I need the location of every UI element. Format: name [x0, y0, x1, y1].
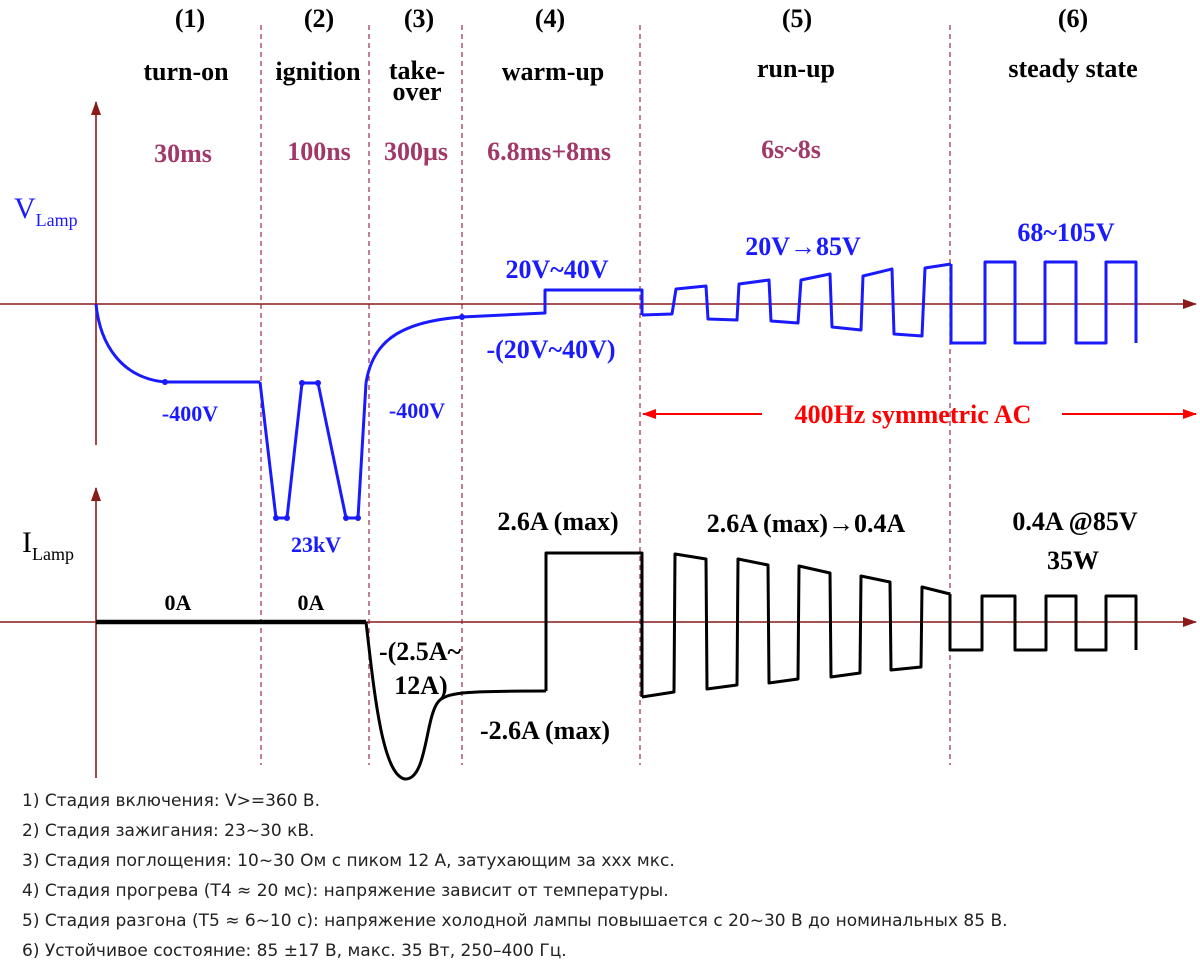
stage-5-number: (5)	[782, 4, 812, 33]
stage-3-duration: 300µs	[384, 137, 448, 166]
stage-2-number: (2)	[304, 4, 334, 33]
stage-durations: 30ms 100ns 300µs 6.8ms+8ms 6s~8s	[154, 135, 821, 168]
stage-3-number: (3)	[404, 4, 434, 33]
voltage-label-warmup-pos: 20V~40V	[505, 255, 608, 284]
voltage-dot	[355, 515, 361, 521]
voltage-ignition-pulses	[258, 381, 368, 520]
voltage-axis-label: VLamp	[14, 192, 78, 230]
voltage-turn-on-curve	[94, 303, 260, 384]
current-label-takeover-line2: 12A)	[394, 671, 447, 700]
current-label-ignition: 0A	[298, 590, 325, 615]
voltage-dot	[459, 314, 465, 320]
voltage-waveform	[94, 260, 1138, 520]
current-runup-square-wave	[641, 552, 951, 699]
voltage-label-takeover: -400V	[389, 398, 445, 423]
note-item: 4) Стадия прогрева (T4 ≈ 20 мс): напряже…	[22, 881, 669, 901]
stage-5-duration: 6s~8s	[761, 135, 821, 164]
voltage-dot	[162, 379, 168, 385]
current-labels: 0A 0A -(2.5A~ 12A) 2.6A (max) -2.6A (max…	[165, 507, 1138, 745]
note-item: 6) Устойчивое состояние: 85 ±17 В, макс.…	[22, 941, 567, 961]
voltage-dot	[273, 515, 279, 521]
stage-4-number: (4)	[535, 4, 565, 33]
ac-annotation-label: 400Hz symmetric AC	[795, 400, 1032, 429]
stage-6-number: (6)	[1058, 4, 1088, 33]
note-item: 2) Стадия зажигания: 23~30 кВ.	[22, 821, 315, 841]
voltage-label-ignition: 23kV	[291, 532, 341, 557]
current-axis-label: ILamp	[22, 526, 74, 564]
stage-headers: (1) (2) (3) (4) (5) (6) turn-on ignition…	[143, 4, 1137, 106]
current-label-turn-on: 0A	[165, 590, 192, 615]
stage-2-duration: 100ns	[287, 137, 351, 166]
stage-3-name-line1: take-	[389, 56, 445, 85]
current-label-takeover-line1: -(2.5A~	[379, 637, 462, 666]
stage-6-name: steady state	[1008, 54, 1137, 83]
voltage-label-turn-on: -400V	[162, 401, 218, 426]
stage-notes: 1) Стадия включения: V>=360 В. 2) Стадия…	[22, 786, 1008, 966]
stage-5-name: run-up	[757, 54, 835, 83]
note-item: 1) Стадия включения: V>=360 В.	[22, 791, 320, 811]
current-takeover-dip	[364, 621, 547, 781]
voltage-dots	[162, 314, 465, 521]
voltage-takeover-curve	[364, 315, 463, 384]
current-label-steady-line2: 35W	[1047, 546, 1099, 575]
stage-1-name: turn-on	[143, 57, 229, 86]
current-label-warmup-pos: 2.6A (max)	[497, 507, 618, 536]
voltage-axes	[0, 101, 1197, 445]
stage-1-number: (1)	[175, 4, 205, 33]
note-item: 3) Стадия поглощения: 10~30 Ом с пиком 1…	[22, 851, 675, 871]
voltage-dot	[299, 380, 305, 386]
voltage-label-runup: 20V→85V	[745, 232, 861, 261]
current-label-steady-line1: 0.4A @85V	[1012, 507, 1138, 536]
voltage-label-warmup-neg: -(20V~40V)	[486, 335, 615, 364]
voltage-dot	[284, 515, 290, 521]
stage-4-name: warm-up	[502, 57, 605, 86]
stage-4-duration: 6.8ms+8ms	[487, 137, 611, 166]
note-item: 5) Стадия разгона (T5 ≈ 6~10 с): напряже…	[22, 911, 1008, 931]
voltage-labels: -400V 23kV -400V 20V~40V -(20V~40V) 20V→…	[162, 218, 1115, 557]
current-label-runup: 2.6A (max)→0.4A	[707, 509, 906, 538]
current-warmup-step	[544, 551, 644, 697]
stage-3-name-line2: over	[392, 77, 441, 106]
current-steady-square-wave	[948, 594, 1138, 652]
voltage-dot	[315, 380, 321, 386]
current-waveform	[96, 551, 1138, 781]
voltage-steady-square-wave	[949, 260, 1138, 345]
voltage-dot	[343, 515, 349, 521]
current-label-warmup-neg: -2.6A (max)	[480, 716, 610, 745]
stage-1-duration: 30ms	[154, 139, 212, 168]
voltage-runup-square-wave	[641, 262, 952, 338]
ac-annotation: 400Hz symmetric AC	[642, 400, 1197, 429]
voltage-warmup-step	[461, 288, 644, 319]
stage-2-name: ignition	[275, 57, 361, 86]
voltage-label-steady: 68~105V	[1017, 218, 1115, 247]
